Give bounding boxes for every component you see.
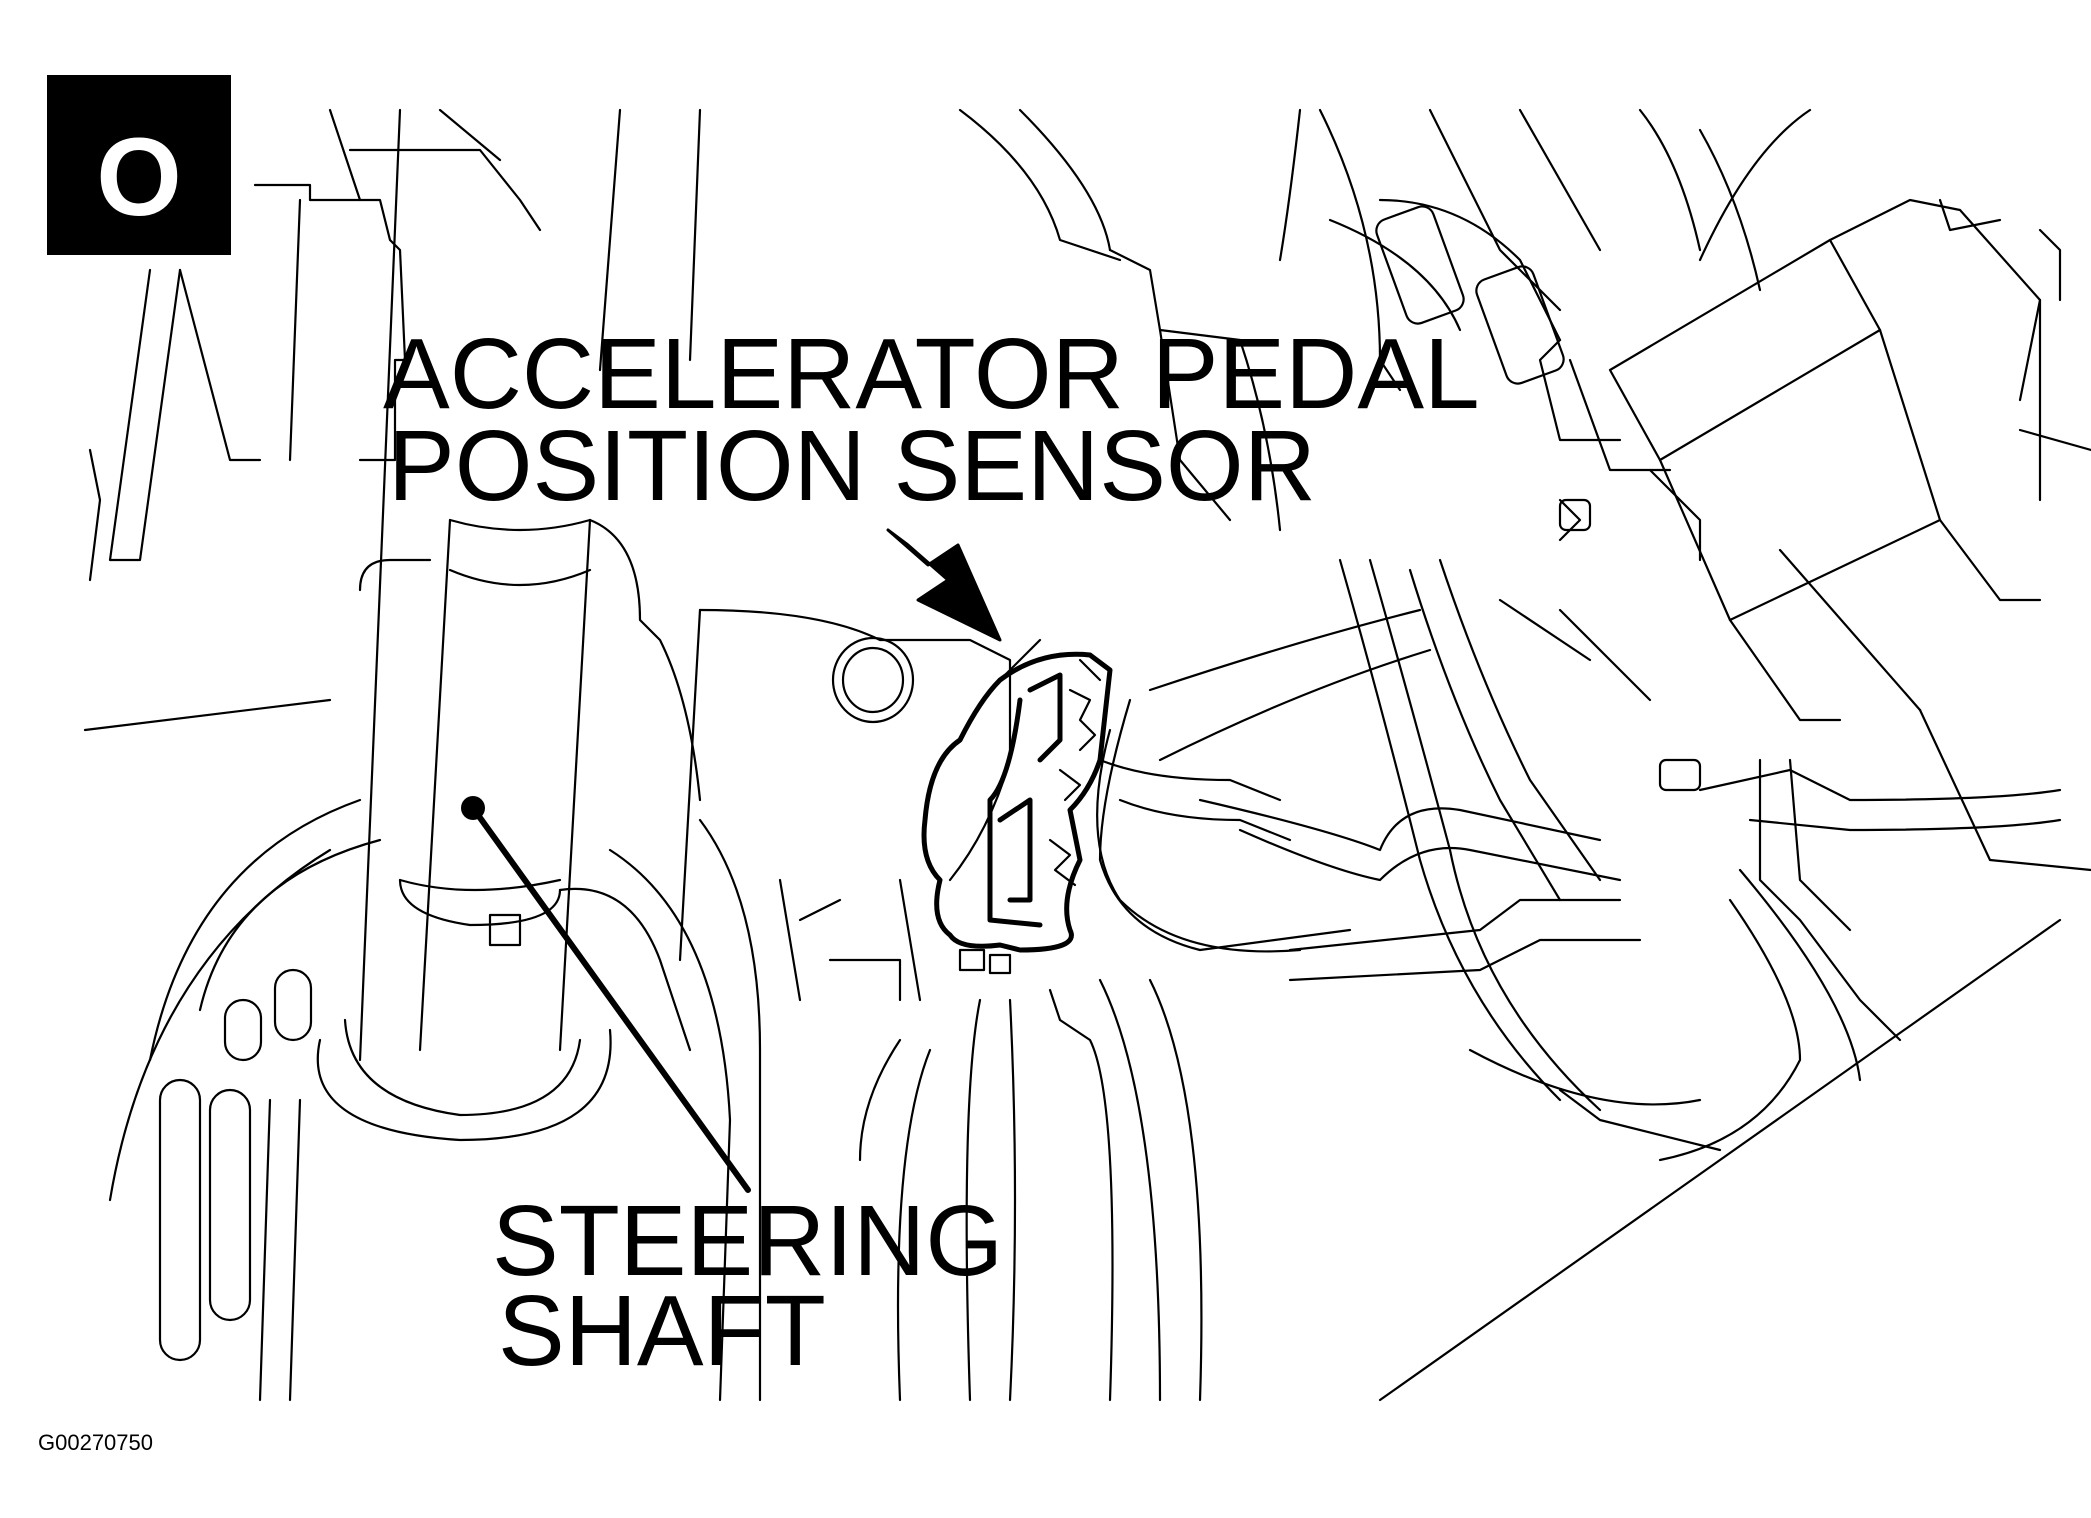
sensor-label-line2: POSITION SENSOR [388,410,1316,522]
figure-id: G00270750 [38,1430,153,1455]
sensor-label-line1: ACCELERATOR PEDAL [383,318,1480,430]
background-line-art [83,108,2091,1402]
steering-shaft-leader-line [461,796,751,1193]
shaft-label-line1: STEERING [492,1185,1003,1297]
shaft-label-line2: SHAFT [498,1275,826,1387]
badge-letter: O [96,116,182,239]
section-badge: O [47,75,231,255]
sensor-pointer-arrow [886,528,1002,642]
accelerator-pedal-position-sensor [921,651,1113,975]
